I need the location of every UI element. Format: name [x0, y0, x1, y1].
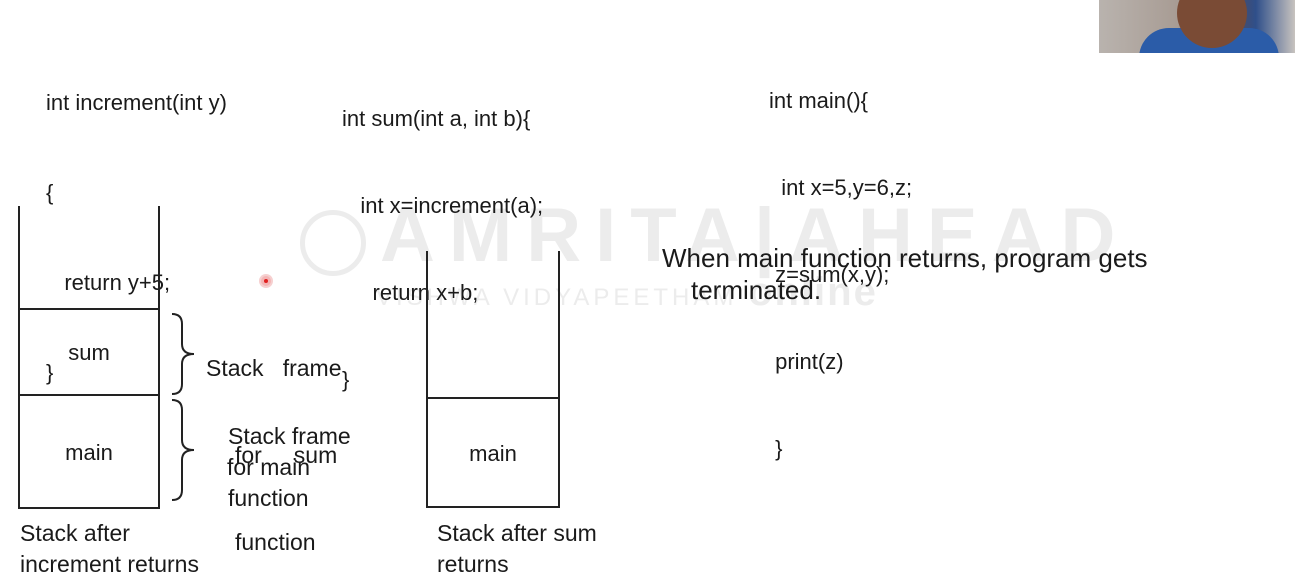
- code-line: int sum(int a, int b){: [342, 106, 531, 131]
- annotation-line: function: [228, 485, 309, 511]
- code-line: }: [342, 367, 350, 392]
- annotation-line: for main: [227, 454, 311, 480]
- brace-sum-icon: [171, 313, 195, 395]
- caption-line: Stack after sum: [437, 520, 597, 546]
- frame-label: main: [469, 440, 517, 466]
- caption-line: returns: [437, 551, 509, 577]
- code-line: return x+b;: [342, 280, 479, 305]
- annotation-line: Stack frame: [228, 423, 351, 449]
- termination-note: When main function returns, program gets…: [662, 242, 1148, 306]
- code-main: int main(){ int x=5,y=6,z; z=sum(x,y); p…: [769, 28, 912, 492]
- note-line: terminated.: [691, 275, 822, 305]
- stack-after-sum: main: [426, 251, 560, 508]
- code-line: return y+5;: [46, 270, 171, 295]
- note-line: When main function returns, program gets: [662, 243, 1148, 273]
- code-line: z=sum(x,y);: [769, 262, 890, 287]
- annotation-line: Stack frame: [206, 355, 342, 381]
- brace-icons: [171, 313, 195, 501]
- stack1-caption: Stack after increment returns: [20, 518, 199, 580]
- sum-frame-annotation: Stack frame for sum function: [206, 296, 341, 586]
- caption-line: Stack after: [20, 520, 130, 546]
- brace-main-icon: [171, 399, 195, 501]
- code-line: int x=5,y=6,z;: [769, 175, 913, 200]
- code-increment: int increment(int y) { return y+5; }: [46, 28, 227, 418]
- stack2-caption: Stack after sum returns: [437, 518, 597, 580]
- stack-after-increment: sum main: [18, 206, 160, 509]
- code-line: int main(){: [769, 88, 869, 113]
- presenter-webcam: [1099, 0, 1295, 53]
- annotation-line: function: [235, 529, 316, 555]
- code-sum: int sum(int a, int b){ int x=increment(a…: [342, 46, 543, 423]
- stack-frame-sum: sum: [20, 308, 158, 396]
- code-line: int x=increment(a);: [342, 193, 544, 218]
- code-line: print(z): [769, 349, 844, 374]
- frame-label: sum: [68, 340, 110, 365]
- caption-line: increment returns: [20, 551, 199, 577]
- code-line: {: [46, 180, 54, 205]
- laser-pointer-icon: [261, 276, 271, 286]
- code-line: }: [46, 360, 54, 385]
- stack-frame-main: main: [428, 397, 558, 508]
- code-line: }: [769, 436, 783, 461]
- main-frame-annotation: Stack frame for main function: [227, 421, 351, 514]
- stack-frame-main: main: [20, 394, 158, 509]
- annotation-line: for sum: [235, 442, 338, 468]
- frame-label: main: [65, 439, 113, 465]
- code-line: int increment(int y): [46, 90, 227, 115]
